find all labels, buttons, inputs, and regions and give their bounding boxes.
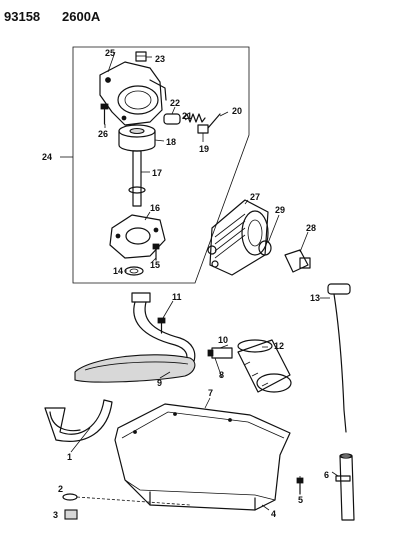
- relief-valve[interactable]: [163, 113, 181, 125]
- oil-pump-housing[interactable]: [99, 61, 167, 126]
- callout-12: 12: [274, 341, 284, 351]
- callout-11: 11: [172, 292, 182, 302]
- oil-pickup-tube[interactable]: [74, 292, 196, 383]
- relief-valve-spring[interactable]: [183, 113, 206, 123]
- callout-27: 27: [250, 192, 260, 202]
- callout-10: 10: [218, 335, 228, 345]
- callout-1: 1: [67, 452, 72, 462]
- callout-2: 2: [58, 484, 63, 494]
- callout-24: 24: [42, 152, 52, 162]
- oil-cooler[interactable]: [207, 199, 269, 276]
- pump-plug[interactable]: [135, 51, 147, 62]
- callout-8: 8: [219, 370, 224, 380]
- pump-bolt[interactable]: [100, 103, 109, 125]
- pump-assembly-bracket: [72, 46, 250, 284]
- callout-17: 17: [152, 168, 162, 178]
- cooler-o-ring[interactable]: [258, 240, 272, 256]
- callout-25: 25: [105, 48, 115, 58]
- callout-6: 6: [324, 470, 329, 480]
- callout-15: 15: [150, 260, 160, 270]
- callout-3: 3: [53, 510, 58, 520]
- callout-28: 28: [306, 223, 316, 233]
- callout-22: 22: [170, 98, 180, 108]
- drain-plug[interactable]: [64, 509, 78, 520]
- callout-13: 13: [310, 293, 320, 303]
- callout-5: 5: [298, 495, 303, 505]
- drain-plug-gasket[interactable]: [62, 493, 78, 501]
- dipstick-tube[interactable]: [335, 453, 355, 521]
- diagram-number: 93158: [4, 9, 40, 24]
- retainer-cap[interactable]: [197, 124, 209, 134]
- callout-19: 19: [199, 144, 209, 154]
- callout-4: 4: [271, 509, 276, 519]
- filter-adapter-fitting[interactable]: [207, 347, 233, 359]
- pump-cover[interactable]: [109, 214, 166, 259]
- cooler-adapter[interactable]: [284, 249, 311, 273]
- callout-18: 18: [166, 137, 176, 147]
- callout-7: 7: [208, 388, 213, 398]
- retainer-pin[interactable]: [207, 113, 221, 129]
- callout-16: 16: [150, 203, 160, 213]
- oil-pan[interactable]: [114, 403, 291, 511]
- callout-26: 26: [98, 129, 108, 139]
- callout-9: 9: [157, 378, 162, 388]
- callout-14: 14: [113, 266, 123, 276]
- oil-dipstick[interactable]: [327, 283, 351, 433]
- pump-drive-gear[interactable]: [118, 124, 156, 152]
- oil-filter[interactable]: [237, 339, 292, 393]
- callout-23: 23: [155, 54, 165, 64]
- oil-pan-gasket[interactable]: [44, 399, 113, 442]
- callout-21: 21: [182, 111, 192, 121]
- callout-20: 20: [232, 106, 242, 116]
- pickup-bolt[interactable]: [157, 317, 166, 334]
- callout-29: 29: [275, 205, 285, 215]
- pump-shaft[interactable]: [128, 150, 146, 207]
- dipstick-tube-bolt[interactable]: [296, 477, 304, 495]
- pickup-seal[interactable]: [124, 266, 144, 276]
- group-code: 2600A: [62, 9, 101, 24]
